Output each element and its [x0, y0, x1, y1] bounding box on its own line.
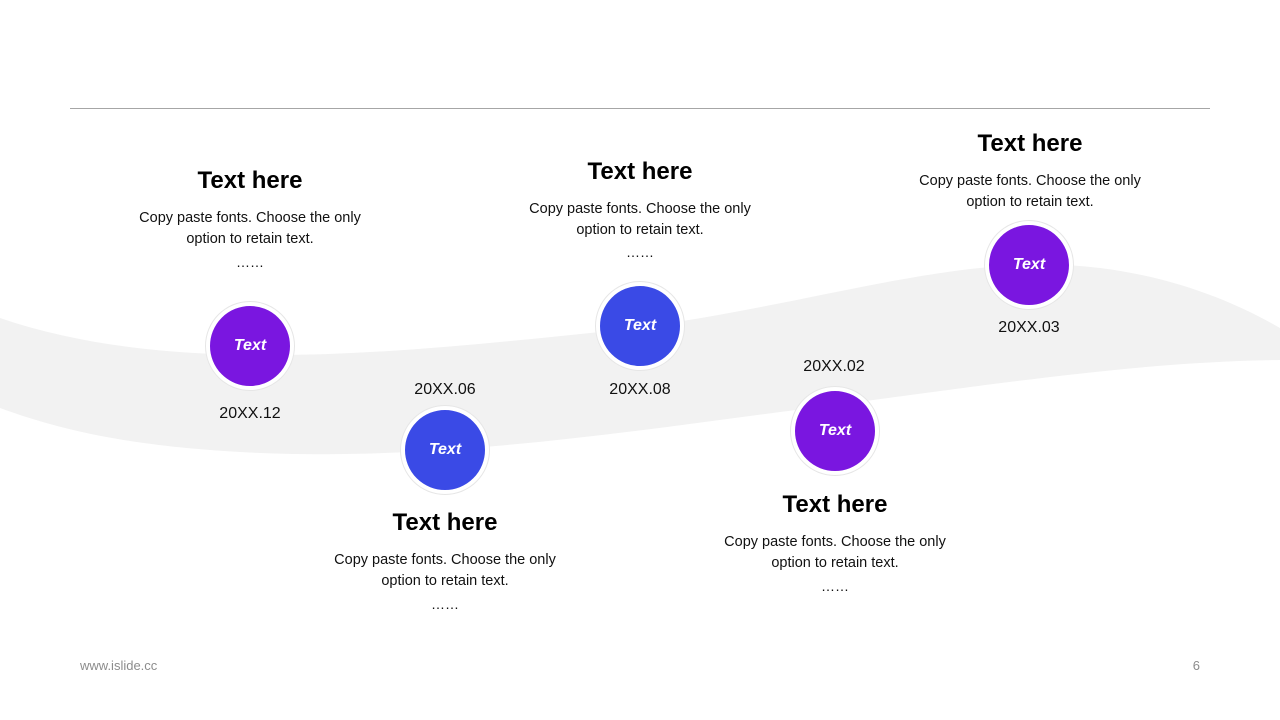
milestone-2-title: Text here	[392, 509, 498, 536]
milestone-1-node[interactable]: Text	[206, 302, 294, 390]
milestone-4-node-label: Text	[818, 422, 852, 439]
milestone-1-description-line1: Copy paste fonts. Choose the only	[139, 210, 361, 226]
page-number: 6	[1192, 658, 1200, 673]
milestone-4-node[interactable]: Text	[791, 387, 879, 475]
milestone-1-ellipsis: ……	[236, 254, 264, 270]
milestone-5-description-line2: option to retain text.	[966, 194, 1094, 210]
milestone-2-ellipsis: ……	[431, 596, 459, 612]
milestone-5-description-line1: Copy paste fonts. Choose the only	[919, 173, 1141, 189]
milestone-4-description-line2: option to retain text.	[771, 555, 899, 571]
milestone-2-description-line2: option to retain text.	[381, 573, 509, 589]
milestone-3-node[interactable]: Text	[596, 282, 684, 370]
milestone-1-title: Text here	[197, 167, 303, 194]
milestone-4-title: Text here	[782, 491, 888, 518]
milestone-5-date: 20XX.03	[998, 319, 1060, 336]
milestone-1-description-line2: option to retain text.	[186, 231, 314, 247]
milestone-4-date: 20XX.02	[803, 358, 865, 375]
milestone-2-node[interactable]: Text	[401, 406, 489, 494]
milestone-1-node-label: Text	[233, 337, 267, 354]
milestone-5-node-label: Text	[1012, 256, 1046, 273]
milestone-5-title: Text here	[977, 130, 1083, 157]
milestone-3-description-line1: Copy paste fonts. Choose the only	[529, 201, 751, 217]
milestone-3-ellipsis: ……	[626, 244, 654, 260]
milestone-2-description-line1: Copy paste fonts. Choose the only	[334, 552, 556, 568]
footer-url[interactable]: www.islide.cc	[80, 658, 158, 673]
milestone-3-date: 20XX.08	[609, 381, 671, 398]
header-divider	[70, 108, 1210, 109]
milestone-2-node-label: Text	[428, 441, 462, 458]
milestone-5-node[interactable]: Text	[985, 221, 1073, 309]
milestone-4-description-line1: Copy paste fonts. Choose the only	[724, 534, 946, 550]
milestone-1-date: 20XX.12	[219, 405, 281, 422]
milestone-3-node-label: Text	[623, 317, 657, 334]
milestone-2-date: 20XX.06	[414, 381, 476, 398]
milestone-3-description-line2: option to retain text.	[576, 222, 704, 238]
milestone-4-ellipsis: ……	[821, 578, 849, 594]
milestone-3-title: Text here	[587, 158, 693, 185]
